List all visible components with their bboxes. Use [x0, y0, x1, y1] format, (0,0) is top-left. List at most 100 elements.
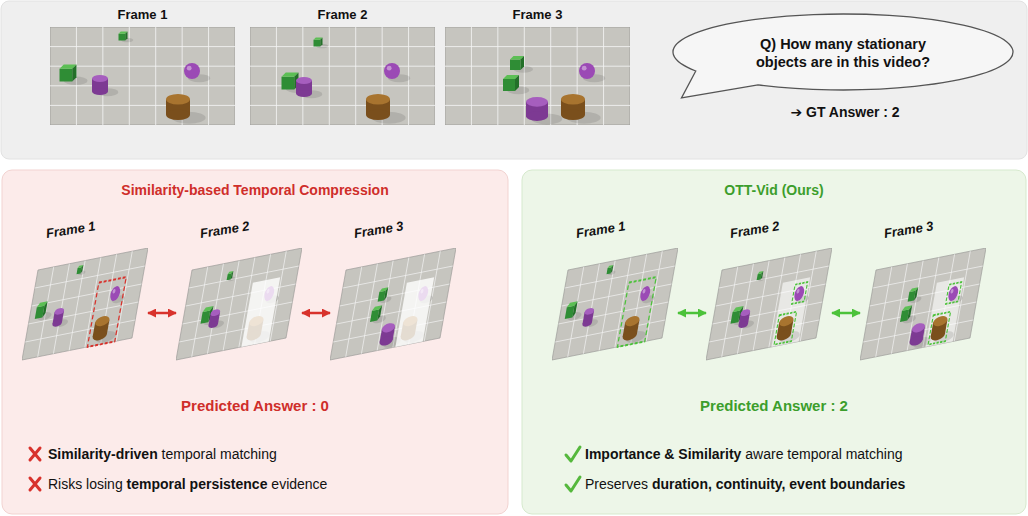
frame-image: [445, 27, 630, 125]
kept-object-box: [928, 312, 950, 345]
video-frame: Frame 2: [250, 6, 435, 125]
grid-line: [346, 267, 362, 357]
kept-object-box: [792, 282, 808, 304]
cross-icon: [30, 478, 40, 490]
grid-line: [50, 85, 235, 86]
frame-ground: [50, 27, 235, 125]
matched-region: [617, 277, 656, 347]
frame-ground: [250, 27, 435, 125]
bubble-text-area: Q) How many stationary objects are in th…: [668, 8, 1018, 104]
baseline-panel: [2, 170, 508, 514]
cube-front: [35, 306, 45, 319]
cylinder-bottom: [52, 319, 63, 327]
grid-line: [870, 284, 980, 306]
cylinder-top: [94, 315, 110, 328]
grid-line: [716, 284, 826, 306]
video-frame: Frame 1: [50, 6, 235, 125]
sphere-highlight: [950, 289, 954, 294]
grid-line: [340, 284, 450, 306]
frame-image: [250, 27, 435, 125]
cube-front: [77, 267, 82, 274]
grid-line: [712, 302, 822, 324]
cube-side: [761, 271, 764, 280]
kept-region: [925, 277, 964, 347]
grid-line: [189, 266, 299, 288]
video-frame: Frame 1: [552, 228, 678, 362]
cylinder-top: [561, 94, 585, 105]
grid-line: [343, 266, 453, 288]
cylinder-bottom: [738, 320, 749, 328]
frame-ground: [552, 248, 678, 360]
grid-line: [182, 302, 292, 324]
grid-line: [355, 27, 356, 125]
video-frame: [330, 248, 456, 360]
question-panel: [1, 1, 1027, 159]
matching-arrow: [148, 312, 176, 315]
bullet-text: Preserves: [585, 476, 648, 492]
sphere-highlight: [796, 289, 800, 294]
cylinder-top: [624, 315, 640, 328]
grid-line: [876, 267, 892, 357]
video-frame: [176, 248, 302, 360]
sphere: [109, 285, 121, 302]
cube-side: [515, 75, 519, 91]
cube-front: [565, 306, 575, 319]
cube-side: [914, 287, 918, 300]
bullet-text: duration, continuity, event boundaries: [652, 476, 905, 492]
cylinder-bottom: [526, 111, 548, 121]
cylinder-top: [740, 309, 751, 317]
grid-line: [28, 302, 138, 324]
grid-line: [558, 302, 668, 324]
cube-front: [370, 309, 379, 321]
grid-line: [336, 302, 446, 324]
video-frame: [250, 27, 435, 125]
bullet-line: Preservesduration, continuity, event bou…: [585, 476, 905, 492]
grid-line: [186, 284, 296, 306]
sphere-highlight: [582, 66, 587, 71]
cylinder-bottom: [561, 109, 585, 120]
matching-arrow: [302, 312, 330, 315]
grid-line: [445, 66, 630, 67]
grid-line: [583, 264, 599, 354]
frame-image: [176, 248, 302, 362]
bullet-line: Importance & Similarityaware temporal ma…: [585, 446, 902, 462]
frame-label: Frame 3: [857, 209, 985, 248]
grid-line: [250, 66, 435, 67]
answer-label: ➔ GT Answer : 2: [760, 104, 930, 120]
cube-front: [607, 267, 612, 274]
cube-front: [757, 273, 762, 280]
grid-line: [179, 320, 289, 342]
cube-side: [42, 301, 47, 317]
cylinder-top: [584, 307, 595, 315]
sphere-highlight: [642, 289, 646, 294]
cube-front: [60, 69, 73, 82]
video-frame: Frame 2: [706, 228, 832, 362]
question-text: Q) How many stationary objects are in th…: [733, 35, 953, 77]
frame-ground: [176, 248, 302, 360]
cylinder-top: [366, 94, 390, 105]
cylinder-top: [166, 94, 190, 105]
cylinder-top: [932, 315, 948, 328]
video-frame: Frame 1: [22, 228, 148, 362]
bullet-text: Similarity-driven: [48, 446, 158, 462]
bullet-text: Importance & Similarity: [585, 446, 741, 462]
grid-line: [50, 105, 235, 106]
matching-arrow: [832, 312, 860, 315]
bullet-text: temporal persistence: [127, 476, 268, 492]
check-icons: [566, 447, 580, 491]
check-icon: [566, 447, 580, 461]
cylinder-bottom: [582, 319, 593, 327]
grid-line: [550, 27, 551, 125]
cube-front: [908, 291, 916, 302]
sphere: [384, 63, 400, 79]
speech-bubble-outline: [673, 14, 1013, 98]
frame-label: Frame 1: [19, 209, 147, 248]
cylinder-top: [54, 307, 65, 315]
cube-side: [611, 265, 614, 274]
video-frame: [445, 27, 630, 125]
grid-line: [302, 27, 303, 125]
kept-object-box: [946, 282, 962, 304]
comparison-panel: Similarity-based Temporal CompressionPre…: [2, 170, 508, 514]
grid-line: [555, 320, 665, 342]
